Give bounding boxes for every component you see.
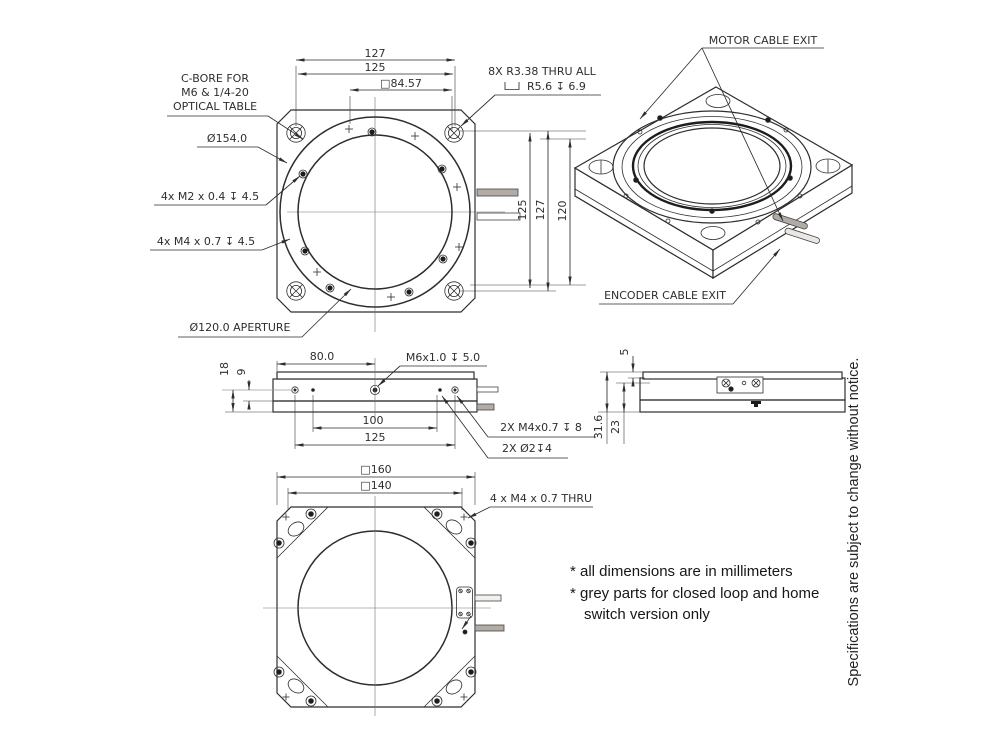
m4-pair-callout: 2X M4x0.7 ↧ 8 [456, 395, 596, 438]
dim-18-9: 18 9 [218, 362, 292, 413]
svg-text:2X Ø2↧4: 2X Ø2↧4 [502, 442, 552, 455]
svg-text:ENCODER CABLE EXIT: ENCODER CABLE EXIT [604, 289, 726, 302]
d2-pair-callout: 2X Ø2↧4 [441, 395, 568, 459]
svg-text:80.0: 80.0 [310, 350, 335, 363]
bottom-dims: □160 □140 [276, 463, 476, 510]
drawing-notes: * all dimensions are in millimeters * gr… [570, 563, 819, 623]
right-dimensions: 125 127 120 [460, 130, 586, 292]
dim-18: 18 [218, 362, 231, 376]
svg-text:R5.6 ↧ 6.9: R5.6 ↧ 6.9 [527, 80, 586, 93]
side-encoder-cable [476, 386, 499, 393]
iso-corner-holes [588, 94, 841, 240]
encoder-cable-callout: ENCODER CABLE EXIT [599, 248, 781, 305]
disclaimer-text: Specifications are subject to change wit… [846, 358, 862, 687]
dim-square-140: □140 [360, 479, 391, 492]
home-switch-mark [751, 401, 761, 404]
svg-text:8X R3.38 THRU ALL: 8X R3.38 THRU ALL [488, 65, 596, 78]
cbore-callout: C-BORE FOR M6 & 1/4-20 OPTICAL TABLE [167, 72, 304, 140]
end-view: 5 31.6 23 [592, 349, 846, 444]
end-connector-plate [716, 376, 764, 394]
side-view: 80.0 M6x1.0 ↧ 5.0 18 9 100 125 2X M4x0.7… [218, 350, 596, 459]
top-view-plate [276, 109, 476, 313]
note-line-2: * grey parts for closed loop and home [570, 585, 819, 602]
svg-text:2X M4x0.7 ↧ 8: 2X M4x0.7 ↧ 8 [500, 421, 582, 434]
dim-125: 125 [365, 61, 386, 74]
corner-pad-lines [276, 506, 476, 708]
od154-callout: Ø154.0 [197, 132, 288, 164]
aperture-callout: Ø120.0 APERTURE [178, 288, 352, 338]
svg-text:Ø154.0: Ø154.0 [207, 132, 247, 145]
svg-text:4x M4 x 0.7 ↧ 4.5: 4x M4 x 0.7 ↧ 4.5 [157, 235, 255, 248]
svg-text:Ø120.0 APERTURE: Ø120.0 APERTURE [190, 321, 291, 334]
r338-callout: 8X R3.38 THRU ALL R5.6 ↧ 6.9 [460, 65, 601, 127]
bottom-motor-cable [474, 624, 505, 632]
note-line-3: switch version only [584, 606, 710, 623]
dim-right-120: 120 [556, 201, 569, 222]
m2-callout: 4x M2 x 0.4 ↧ 4.5 [154, 175, 301, 206]
m4-callout: 4x M4 x 0.7 ↧ 4.5 [150, 235, 291, 251]
svg-text:C-BORE FOR: C-BORE FOR [181, 72, 249, 85]
dim-9: 9 [235, 369, 248, 376]
top-view: 127 125 □84.57 125 127 120 C-BORE FOR M6… [150, 47, 601, 338]
m4-thru-callout: 4 x M4 x 0.7 THRU [467, 492, 593, 519]
ring-screw-holes [298, 127, 448, 297]
dim-100: 100 [363, 414, 384, 427]
cross-marks [313, 125, 463, 301]
dim-127: 127 [365, 47, 386, 60]
bottom-view: □160 □140 4 x M4 x 0.7 THRU [263, 463, 593, 716]
end-grey-base [639, 399, 846, 413]
corner-hardware [273, 508, 477, 707]
svg-text:M6 & 1/4-20: M6 & 1/4-20 [181, 86, 249, 99]
dim-right-127: 127 [534, 200, 547, 221]
encoder-cable [476, 212, 521, 221]
svg-text:M6x1.0 ↧ 5.0: M6x1.0 ↧ 5.0 [406, 351, 480, 364]
iso-right-grey-band [712, 185, 853, 279]
corner-cbore-screws [286, 123, 464, 301]
dim-125-side: 125 [365, 431, 386, 444]
counterbore-symbol [504, 82, 520, 90]
svg-text:OPTICAL TABLE: OPTICAL TABLE [173, 100, 257, 113]
dim-right-125: 125 [516, 200, 529, 221]
dim-100-125: 100 125 [294, 395, 456, 449]
dim-23: 23 [609, 420, 622, 434]
svg-text:MOTOR CABLE EXIT: MOTOR CABLE EXIT [709, 34, 818, 47]
rotor-outer-circle [279, 116, 471, 308]
iso-view: MOTOR CABLE EXIT ENCODER CABLE EXIT [573, 34, 854, 305]
svg-text:4 x M4 x 0.7 THRU: 4 x M4 x 0.7 THRU [490, 492, 592, 505]
dim-square-84-57: □84.57 [380, 77, 422, 90]
bottom-encoder-cable [474, 594, 502, 602]
dim-80: 80.0 [276, 350, 376, 371]
end-dims: 5 31.6 23 [592, 349, 650, 444]
top-dimensions: 127 125 □84.57 [295, 47, 456, 132]
dim-5: 5 [618, 349, 631, 356]
svg-text:4x M2 x 0.4 ↧ 4.5: 4x M2 x 0.4 ↧ 4.5 [161, 190, 259, 203]
bottom-plate [276, 506, 476, 708]
note-line-1: * all dimensions are in millimeters [570, 563, 793, 580]
motor-cable-callout: MOTOR CABLE EXIT [639, 34, 824, 222]
dim-31-6: 31.6 [592, 415, 605, 440]
motor-cable [476, 188, 519, 197]
dim-square-160: □160 [360, 463, 391, 476]
m6-callout: M6x1.0 ↧ 5.0 [377, 351, 487, 387]
side-motor-cable [476, 403, 495, 411]
side-rotor-plate [276, 371, 475, 380]
bottom-connector [456, 586, 473, 635]
iso-feature-dots [623, 115, 803, 225]
